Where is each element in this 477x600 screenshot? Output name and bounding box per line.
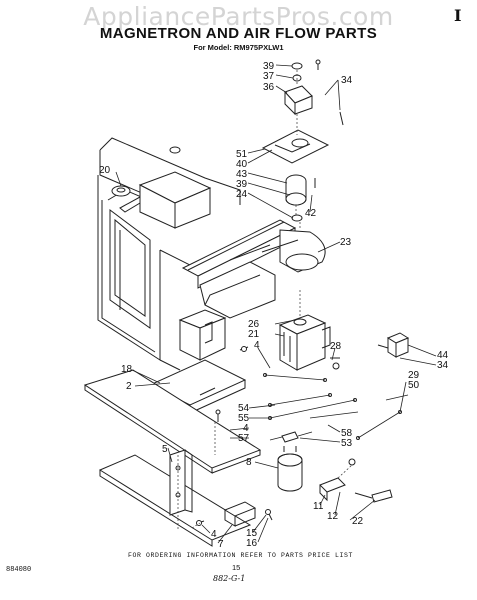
callout-55: 55 xyxy=(238,413,250,424)
assembly-guides xyxy=(177,70,353,530)
callout-23: 23 xyxy=(340,237,352,248)
callout-7: 7 xyxy=(218,539,224,550)
callout-16: 16 xyxy=(246,538,258,549)
revision-mark: 882-G-1 xyxy=(213,574,246,583)
callout-labels: 39 37 36 34 51 40 43 39 24 42 20 23 26 2… xyxy=(99,61,449,550)
callout-34-top: 34 xyxy=(341,75,353,86)
callout-18: 18 xyxy=(121,364,133,375)
air-duct-drawing xyxy=(181,219,326,319)
callout-5: 5 xyxy=(162,444,168,455)
callout-37: 37 xyxy=(263,71,275,82)
callout-39-top: 39 xyxy=(263,61,275,72)
magnetron-drawing xyxy=(278,314,331,371)
callout-4-upper: 4 xyxy=(254,340,260,351)
callout-4-middle: 4 xyxy=(243,423,249,434)
power-cord-drawing xyxy=(319,458,393,503)
callout-43: 43 xyxy=(236,169,248,180)
callout-4-lower: 4 xyxy=(211,529,217,540)
capacitor-drawing xyxy=(277,446,303,492)
callout-21: 21 xyxy=(248,329,260,340)
callout-2: 2 xyxy=(126,381,132,392)
callout-20: 20 xyxy=(99,165,111,176)
callout-28: 28 xyxy=(330,341,342,352)
callout-42: 42 xyxy=(305,208,317,219)
callout-44: 44 xyxy=(437,350,449,361)
callout-36: 36 xyxy=(263,82,275,93)
switch-drawing xyxy=(330,332,410,370)
document-code: 884080 xyxy=(6,566,32,574)
diagram-title: MAGNETRON AND AIR FLOW PARTS xyxy=(99,25,378,42)
callout-8: 8 xyxy=(246,457,252,468)
callout-29: 29 xyxy=(408,370,420,381)
callout-57: 57 xyxy=(238,433,250,444)
bracket-40-drawing xyxy=(169,129,330,164)
callout-15: 15 xyxy=(246,528,258,539)
callout-54: 54 xyxy=(238,403,250,414)
ordering-note: FOR ORDERING INFORMATION REFER TO PARTS … xyxy=(128,552,354,559)
callout-34-right: 34 xyxy=(437,360,449,371)
diode-drawing xyxy=(269,431,313,443)
callout-58: 58 xyxy=(341,428,353,439)
fan-shroud-drawing xyxy=(111,171,212,229)
transformer-drawing xyxy=(178,309,249,361)
watermark: AppliancePartsPros.com xyxy=(83,2,394,31)
callout-40: 40 xyxy=(236,159,248,170)
callout-24: 24 xyxy=(236,189,248,200)
callout-50: 50 xyxy=(408,380,420,391)
callout-11: 11 xyxy=(313,501,324,512)
leader-lines xyxy=(115,64,437,544)
callout-12: 12 xyxy=(327,511,339,522)
callout-22: 22 xyxy=(352,516,364,527)
callout-26: 26 xyxy=(248,319,260,330)
model-subtitle: For Model: RM975PXLW1 xyxy=(193,43,284,52)
page-number: 15 xyxy=(232,563,241,572)
page-mark: I xyxy=(454,6,462,25)
thermal-cutout-drawing xyxy=(284,59,344,126)
callout-39-mid: 39 xyxy=(236,179,248,190)
callout-51: 51 xyxy=(236,149,248,160)
lower-bracket-drawing xyxy=(169,449,273,527)
callout-53: 53 xyxy=(341,438,353,449)
